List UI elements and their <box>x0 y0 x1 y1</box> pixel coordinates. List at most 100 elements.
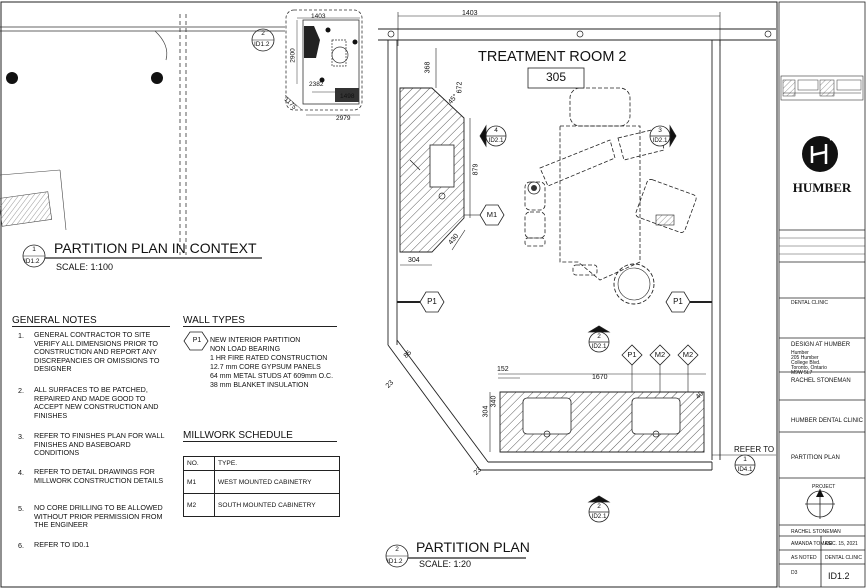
plan-detail-sheet: ID1.2 <box>387 558 403 565</box>
cell: M1 <box>183 470 215 494</box>
millwork-schedule-heading: MILLWORK SCHEDULE <box>183 430 337 442</box>
issue-date: DEC. 15, 2021 <box>825 541 858 547</box>
sheet-title: PARTITION PLAN <box>791 455 840 461</box>
note-number: 6. <box>18 541 24 550</box>
north-arrow-icon <box>805 489 835 519</box>
elevation-number: 2 <box>597 333 601 340</box>
elevation-number: 1 <box>743 456 747 463</box>
context-callout-number: 2 <box>261 30 265 37</box>
plan-dim: 672 <box>456 81 464 94</box>
note-number: 4. <box>18 468 24 477</box>
millwork-tag: M2 <box>682 350 694 359</box>
plan-dim-top: 1403 <box>462 10 478 17</box>
firm-address-line: College Blvd. <box>791 360 821 366</box>
context-plan-drawing <box>0 9 363 268</box>
context-detail-sheet: ID1.2 <box>24 258 40 265</box>
firm-address-line: Humber <box>791 350 809 356</box>
partition-tag: P1 <box>627 350 637 359</box>
note-number: 1. <box>18 331 24 340</box>
context-dim: 2382 <box>309 81 324 88</box>
note-number: 3. <box>18 432 24 441</box>
drawing-issue-label: DENTAL CLINIC <box>791 300 828 306</box>
context-dim: 1403 <box>311 13 326 20</box>
sheet-number-small: D3 <box>791 570 798 576</box>
note-text: REFER TO DETAIL DRAWINGS FOR MILLWORK CO… <box>34 467 164 485</box>
room-name: TREATMENT ROOM 2 <box>478 49 627 65</box>
project-reference: DENTAL CLINIC <box>825 555 862 561</box>
wall-type-line: 64 mm METAL STUDS AT 609mm O.C. <box>210 373 334 380</box>
cell: SOUTH MOUNTED CABINETRY <box>214 493 340 517</box>
wall-type-line: 1 HR FIRE RATED CONSTRUCTION <box>210 355 328 362</box>
context-callout-sheet: ID1.2 <box>254 41 270 48</box>
project-name: HUMBER DENTAL CLINIC <box>791 418 864 424</box>
partition-tag: P1 <box>673 297 683 306</box>
drawing-scale: AS NOTED <box>791 555 817 561</box>
plan-dim: 304 <box>482 405 490 418</box>
elevation-markers <box>183 67 776 523</box>
elevation-sheet: ID2.1 <box>591 513 607 520</box>
checked-by: AMANDA TOMASI <box>791 541 833 547</box>
title-block-frame <box>778 1 866 588</box>
drawn-by: RACHEL STONEMAN <box>791 529 841 535</box>
partition-plan-drawing <box>378 12 776 568</box>
elevation-sheet: ID2.1 <box>488 137 504 144</box>
sheet-number: ID1.2 <box>828 571 850 581</box>
wall-type-line: NON LOAD BEARING <box>210 346 281 353</box>
elevation-number: 4 <box>494 127 498 134</box>
firm-address-line: Toronto, Ontario <box>791 365 827 371</box>
wall-type-line: 12.7 mm CORE GYPSUM PANELS <box>210 364 321 371</box>
table-row: M2 SOUTH MOUNTED CABINETRY <box>183 493 340 517</box>
note-number: 5. <box>18 504 24 513</box>
note-number: 2. <box>18 386 24 395</box>
firm-address-line: M9W 5L7 <box>791 370 813 376</box>
cell: M2 <box>183 493 215 517</box>
elevation-sheet: ID4.1 <box>737 466 753 473</box>
elevation-sheet: ID2.1 <box>591 343 607 350</box>
plan-detail-number: 2 <box>395 546 399 553</box>
millwork-schedule-table: NO. TYPE. M1 WEST MOUNTED CABINETRY M2 S… <box>183 456 340 517</box>
column-header: NO. <box>183 456 215 471</box>
humber-logo-text: HUMBER <box>792 180 852 195</box>
millwork-tag: M1 <box>486 210 498 219</box>
wall-type-tag: P1 <box>192 337 202 344</box>
plan-dim: 1670 <box>592 374 608 381</box>
column-header: TYPE. <box>214 456 340 471</box>
firm-address-line: 205 Humber <box>791 355 819 361</box>
note-text: REFER TO ID0.1 <box>34 540 90 549</box>
cell: WEST MOUNTED CABINETRY <box>214 470 340 494</box>
key-plan-thumbnail <box>780 75 864 101</box>
elevation-number: 2 <box>597 503 601 510</box>
elevation-number: 3 <box>658 127 662 134</box>
plan-dim: 340 <box>490 395 498 408</box>
context-plan-scale: SCALE: 1:100 <box>56 262 114 272</box>
firm-name: DESIGN AT HUMBER <box>791 342 851 348</box>
humber-logo-mark <box>802 136 843 172</box>
plan-dim: 304 <box>408 257 420 264</box>
wall-types-heading: WALL TYPES <box>183 315 337 327</box>
partition-tag: P1 <box>427 297 437 306</box>
plan-dim: 152 <box>497 366 509 373</box>
context-dim: 1498 <box>340 93 355 100</box>
context-dim: 2979 <box>336 115 351 122</box>
designer-name: RACHEL STONEMAN <box>791 378 851 384</box>
wall-type-line: 38 mm BLANKET INSULATION <box>210 382 309 389</box>
note-text: GENERAL CONTRACTOR TO SITE VERIFY ALL DI… <box>34 330 160 374</box>
plan-title: PARTITION PLAN <box>416 539 530 555</box>
elevation-sheet: ID2.1 <box>652 137 668 144</box>
plan-scale: SCALE: 1:20 <box>419 559 472 569</box>
context-dim: 2900 <box>289 48 297 63</box>
note-text: ALL SURFACES TO BE PATCHED, REPAIRED AND… <box>34 385 159 420</box>
plan-dim: 368 <box>424 61 432 74</box>
millwork-tag: M2 <box>654 350 666 359</box>
context-detail-number: 1 <box>32 246 36 253</box>
table-row: M1 WEST MOUNTED CABINETRY <box>183 470 340 494</box>
note-text: NO CORE DRILLING TO BE ALLOWED WITHOUT P… <box>34 503 163 530</box>
room-number: 305 <box>545 70 567 84</box>
context-plan-title: PARTITION PLAN IN CONTEXT <box>54 240 257 256</box>
refer-to-label: REFER TO <box>734 445 775 454</box>
note-text: REFER TO FINISHES PLAN FOR WALL FINISHES… <box>34 431 165 458</box>
wall-type-line: NEW INTERIOR PARTITION <box>210 337 301 344</box>
north-arrow-label: PROJECT <box>812 484 836 490</box>
plan-dim: 879 <box>472 163 480 176</box>
